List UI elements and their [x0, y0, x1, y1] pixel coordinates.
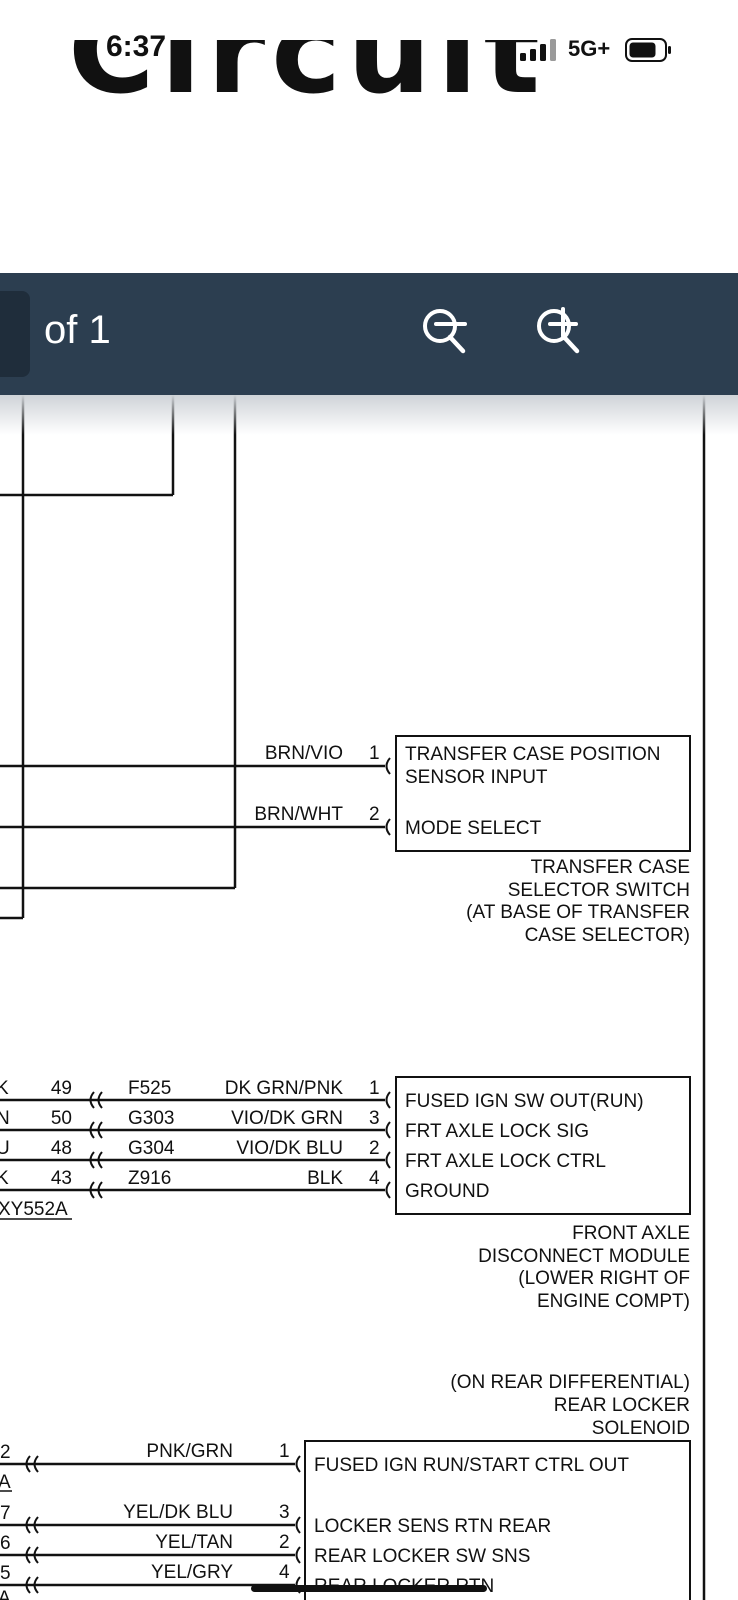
wire-color-label: YEL/GRY [151, 1562, 233, 1583]
pin-function-line2: SENSOR INPUT [405, 767, 548, 788]
circuit-id: F525 [128, 1078, 171, 1099]
signal-icon [520, 39, 556, 61]
cavity-number: 6 [0, 1533, 11, 1554]
connector-mark: A [0, 1472, 11, 1493]
diagram-frame-lines [0, 395, 706, 1600]
component-caption: SELECTOR SWITCH [508, 880, 690, 901]
component-caption: (ON REAR DIFFERENTIAL) [450, 1372, 690, 1393]
wiring-diagram: BRN/VIO 1 TRANSFER CASE POSITION SENSOR … [0, 395, 706, 1600]
cavity-number: 2 [0, 1442, 11, 1463]
component-caption: CASE SELECTOR) [525, 925, 690, 946]
pin-number: 1 [279, 1441, 290, 1462]
pin-function: MODE SELECT [405, 818, 542, 839]
zoom-out-button[interactable] [418, 300, 478, 366]
pdf-toolbar: of 1 [0, 273, 738, 395]
cavity-number: 50 [51, 1108, 72, 1129]
zoom-in-button[interactable] [532, 300, 592, 366]
wire-color-label: YEL/DK BLU [123, 1502, 233, 1523]
zoom-out-icon [423, 309, 467, 354]
connector-pin-letter: U [0, 1138, 10, 1159]
page-number-input[interactable] [0, 291, 30, 377]
pin-number: 3 [279, 1502, 290, 1523]
pin-function: FRT AXLE LOCK SIG [405, 1121, 589, 1142]
cavity-number: 5 [0, 1563, 11, 1584]
wire-color-label: DK GRN/PNK [225, 1078, 344, 1099]
cavity-number: 43 [51, 1168, 72, 1189]
pin-number: 4 [369, 1168, 380, 1189]
pin-function: REAR LOCKER SW SNS [314, 1546, 530, 1567]
document-title: Circuit [68, 40, 547, 120]
component-caption: (AT BASE OF TRANSFER [466, 902, 690, 923]
toolbar-shadow [0, 395, 738, 435]
pin-function: TRANSFER CASE POSITION [405, 744, 660, 765]
connector-pin-letter: K [0, 1078, 9, 1099]
component-caption: TRANSFER CASE [531, 857, 690, 878]
component-caption: SOLENOID [592, 1418, 690, 1439]
wire-color-label: PNK/GRN [146, 1441, 233, 1462]
wire-color-label: VIO/DK GRN [231, 1108, 343, 1129]
transfer-case-section: BRN/VIO 1 TRANSFER CASE POSITION SENSOR … [0, 735, 691, 946]
rear-locker-section: (ON REAR DIFFERENTIAL) REAR LOCKER SOLEN… [0, 1372, 691, 1600]
pin-function: FRT AXLE LOCK CTRL [405, 1151, 606, 1172]
component-caption: REAR LOCKER [554, 1395, 690, 1416]
pin-function: FUSED IGN RUN/START CTRL OUT [314, 1455, 629, 1476]
pin-function: FUSED IGN SW OUT(RUN) [405, 1091, 644, 1112]
home-indicator[interactable] [251, 1585, 487, 1592]
front-axle-section: K 49 F525 DK GRN/PNK 1 FUSED IGN SW OUT(… [0, 1076, 691, 1312]
pin-number: 1 [369, 743, 380, 764]
cavity-number: 7 [0, 1503, 11, 1524]
component-caption: FRONT AXLE [572, 1223, 690, 1244]
pin-number: 4 [279, 1562, 290, 1583]
cavity-number: 48 [51, 1138, 72, 1159]
battery-icon [625, 38, 671, 62]
pin-number: 2 [279, 1532, 290, 1553]
page-count-label: of 1 [44, 308, 111, 352]
component-caption: ENGINE COMPT) [537, 1291, 690, 1312]
pin-number: 3 [369, 1108, 380, 1129]
status-bar: 6:37 5G+ [0, 0, 738, 100]
pin-number: 1 [369, 1078, 380, 1099]
pin-function: LOCKER SENS RTN REAR [314, 1516, 551, 1537]
circuit-id: G304 [128, 1138, 175, 1159]
pin-number: 2 [369, 804, 380, 825]
status-time: 6:37 [106, 30, 167, 63]
connector-id: XY552A [0, 1199, 68, 1220]
wire-color-label: BLK [307, 1168, 343, 1189]
cavity-number: 49 [51, 1078, 72, 1099]
zoom-in-icon [537, 307, 580, 354]
connector-pin-letter: N [0, 1108, 10, 1129]
circuit-id: G303 [128, 1108, 174, 1129]
connector-pin-letter: K [0, 1168, 9, 1189]
wire-color-label: YEL/TAN [155, 1532, 233, 1553]
circuit-id: Z916 [128, 1168, 171, 1189]
wire-color-label: BRN/WHT [254, 804, 343, 825]
network-label: 5G+ [568, 36, 611, 61]
component-caption: DISCONNECT MODULE [478, 1246, 690, 1267]
wire-color-label: BRN/VIO [265, 743, 343, 764]
wire-color-label: VIO/DK BLU [236, 1138, 343, 1159]
transfer-case-box [395, 735, 691, 852]
rear-locker-box [304, 1440, 691, 1600]
front-axle-box [395, 1076, 691, 1215]
pin-function: GROUND [405, 1181, 489, 1202]
connector-mark: A [0, 1588, 11, 1600]
pin-number: 2 [369, 1138, 380, 1159]
component-caption: (LOWER RIGHT OF [518, 1268, 690, 1289]
